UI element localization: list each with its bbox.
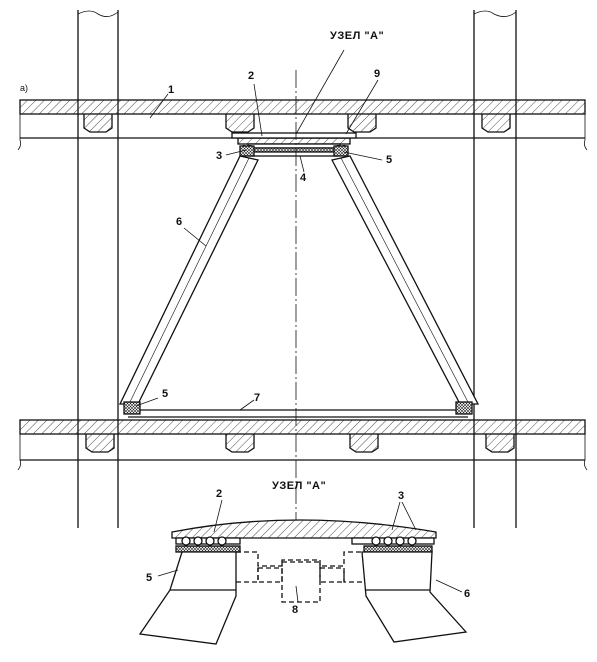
part-marker-label: а) (20, 83, 29, 93)
callout-5-top-right: 5 (386, 154, 393, 166)
callout-6-strut: 6 (176, 216, 183, 228)
callout-7-tie: 7 (254, 392, 261, 404)
node-a-title-top: УЗЕЛ "А" (330, 30, 385, 42)
detail-callout-2: 2 (216, 488, 223, 500)
callout-2-plate: 2 (248, 70, 255, 82)
detail-callout-8-jack: 8 (292, 604, 299, 616)
detail-node-a (138, 499, 468, 645)
detail-callout-3: 3 (398, 490, 405, 502)
callout-4: 4 (300, 172, 307, 184)
left-column (77, 10, 119, 528)
callout-1-slab: 1 (168, 84, 175, 96)
right-column (473, 10, 517, 528)
detail-callout-5: 5 (146, 572, 153, 584)
callout-3-rollers: 3 (216, 150, 223, 162)
right-strut (331, 155, 480, 415)
bottom-slab (17, 409, 588, 471)
upper-node-assembly (231, 132, 357, 157)
node-a-title-bottom: УЗЕЛ "А" (272, 480, 327, 492)
callout-5-bottom-left: 5 (162, 388, 169, 400)
detail-callout-6: 6 (464, 588, 471, 600)
leader-lines-main (135, 49, 383, 411)
callout-9: 9 (374, 68, 381, 80)
left-strut (118, 155, 259, 415)
